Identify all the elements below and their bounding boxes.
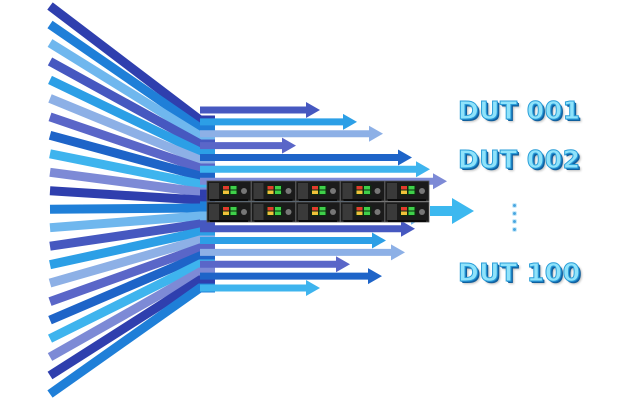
signal-line: [47, 267, 215, 361]
instrument-unit: [384, 180, 430, 202]
output-arrow-head: [368, 268, 382, 285]
instrument-unit: [295, 180, 341, 202]
output-arrow-head: [398, 149, 412, 166]
instrument-unit: [251, 201, 296, 223]
instrument-rack: [206, 180, 430, 223]
instrument-unit: [340, 201, 385, 223]
output-arrow-head: [369, 125, 383, 142]
dut-label-001: DUT 001: [458, 96, 581, 126]
signal-line: [49, 203, 215, 214]
signal-line: [48, 130, 215, 181]
dut-label-100: DUT 100: [458, 258, 581, 288]
signal-line: [49, 219, 215, 251]
instrument-unit: [295, 201, 341, 223]
incoming-signal-lines: [47, 2, 215, 398]
output-arrow-head: [401, 220, 415, 237]
ellipsis-dot: [512, 203, 517, 208]
output-arrow-head: [433, 173, 447, 190]
ellipsis-dot: [512, 219, 517, 224]
output-arrow-head: [306, 280, 320, 296]
instrument-unit: [206, 180, 252, 202]
ellipsis-dot: [512, 227, 517, 232]
output-arrow-head: [306, 102, 320, 118]
output-arrow-head: [282, 137, 296, 154]
signal-line: [47, 20, 215, 133]
dut-label-002: DUT 002: [458, 145, 581, 175]
signal-line: [48, 75, 215, 157]
output-arrow-head: [343, 113, 357, 130]
signal-line: [48, 243, 215, 306]
instrument-unit: [384, 201, 430, 223]
output-arrow-head: [336, 256, 350, 273]
ellipsis-dot: [512, 211, 517, 216]
instrument-unit: [206, 201, 252, 223]
output-arrow-head: [391, 244, 405, 261]
main-output-arrow: [430, 198, 474, 224]
output-arrow-head: [372, 232, 386, 249]
instrument-unit: [340, 180, 385, 202]
signal-line: [48, 251, 215, 325]
signal-line: [47, 275, 215, 380]
instrument-unit: [251, 180, 296, 202]
output-arrow-head: [416, 161, 430, 178]
